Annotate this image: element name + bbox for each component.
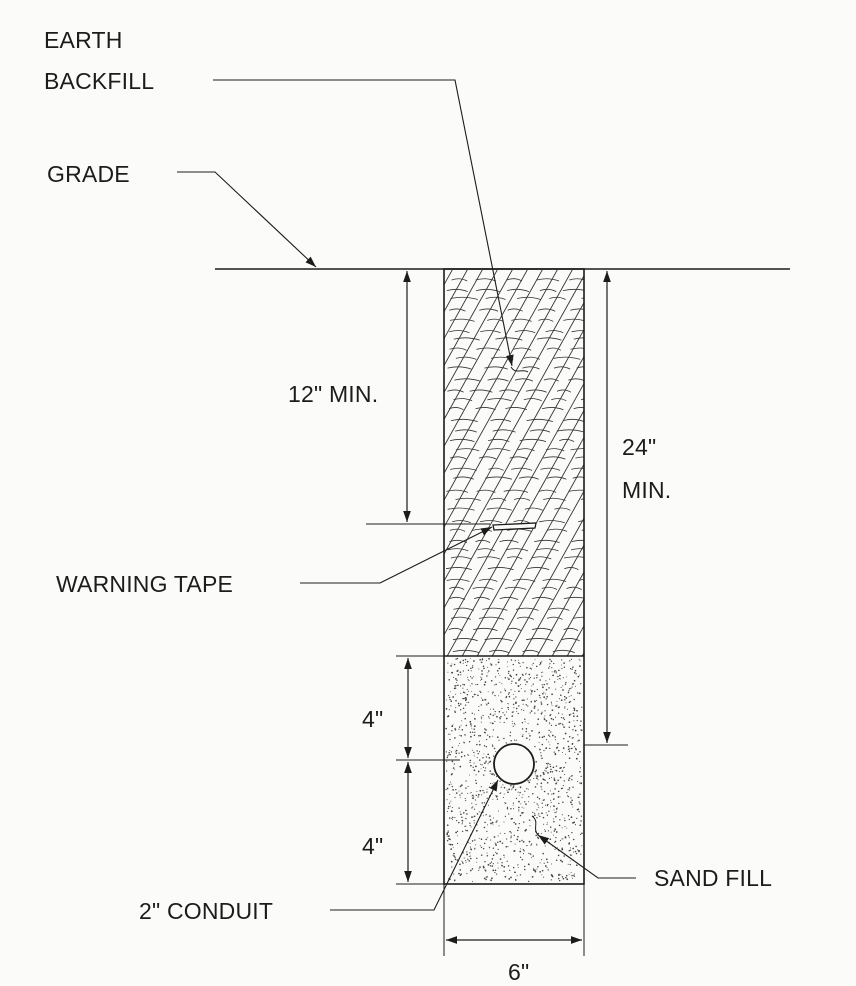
warning-tape-label: WARNING TAPE (56, 571, 234, 597)
warning-tape (492, 522, 537, 531)
sand-fill-leader-tail (531, 815, 539, 836)
earth-backfill-label-line2: BACKFILL (44, 68, 155, 94)
grade-label: GRADE (47, 161, 130, 187)
tape-depth-label: 12" MIN. (288, 381, 379, 407)
earth-backfill-hatch (444, 270, 584, 656)
upper-sand-depth-label: 4" (362, 706, 384, 732)
trench-width-label: 6" (508, 959, 530, 985)
total-depth-label-line2: MIN. (622, 477, 672, 503)
conduit-leader (330, 779, 499, 911)
total-depth-label-line1: 24" (622, 434, 657, 460)
earth-backfill-label-line1: EARTH (44, 27, 123, 53)
sand-fill-leader (537, 834, 636, 879)
conduit-circle (493, 743, 535, 785)
sand-fill-label: SAND FILL (654, 865, 773, 891)
sand-fill-stipple (445, 657, 583, 883)
lower-sand-depth-label: 4" (362, 833, 384, 859)
grade-leader (177, 171, 317, 268)
earth-backfill-leader-tail (510, 366, 529, 373)
trench-outline (443, 268, 585, 885)
warning-tape-leader (300, 526, 493, 584)
conduit-label: 2" CONDUIT (139, 898, 274, 924)
earth-backfill-leader (213, 79, 514, 367)
